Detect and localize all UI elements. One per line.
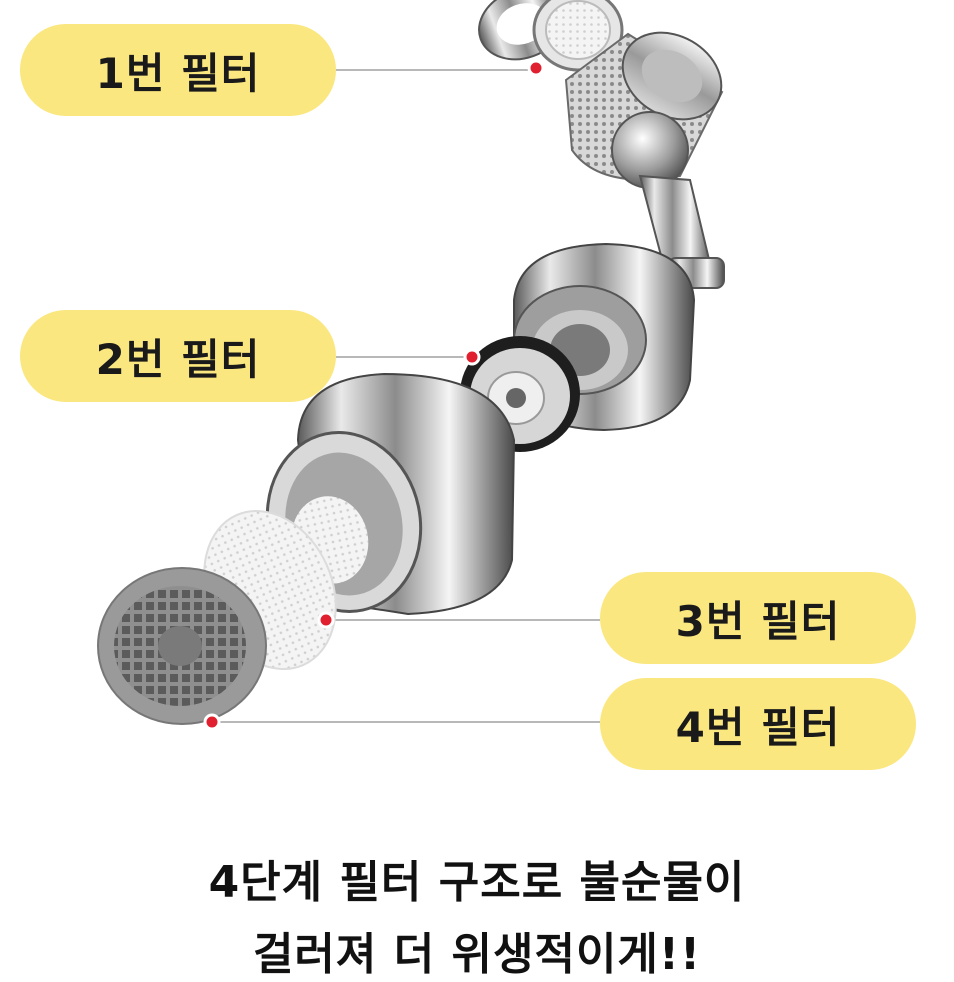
- marker-dots: [203, 59, 545, 731]
- swivel-arm: [611, 111, 725, 289]
- filter-3-label: 3번 필터: [600, 572, 916, 664]
- filter-1-disc: [532, 0, 624, 72]
- filter-1-label: 1번 필터: [20, 24, 336, 116]
- filter-2-label: 2번 필터: [20, 310, 336, 402]
- filter-4-grid: [97, 567, 267, 725]
- faucet-aerator-exploded-illustration: [97, 0, 725, 731]
- filter-4-label: 4번 필터: [600, 678, 916, 770]
- caption-line-2: 걸러져 더 위생적이게!!: [252, 929, 702, 980]
- leader-lines: [212, 69, 600, 723]
- caption-line-1: 4단계 필터 구조로 불순물이: [208, 857, 746, 908]
